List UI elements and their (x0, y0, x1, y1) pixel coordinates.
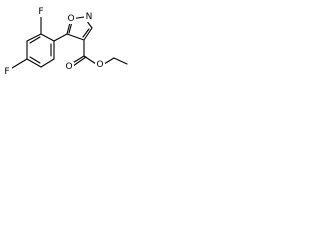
bond (72, 56, 87, 67)
bond (29, 36, 41, 44)
bond (113, 57, 128, 65)
bond (40, 33, 55, 42)
structure-canvas: F F O N O O (0, 0, 137, 94)
ring-oxygen-label: O (67, 14, 74, 24)
ring-nitrogen-label: N (86, 12, 93, 22)
carbonyl-oxygen-label: O (65, 62, 72, 72)
phenyl-ring (26, 33, 55, 68)
bond (53, 33, 68, 42)
bond (103, 57, 115, 65)
bond (83, 27, 93, 41)
bond (11, 58, 28, 69)
bond (40, 58, 55, 68)
bond (26, 58, 42, 68)
bond (66, 33, 85, 41)
bond (29, 56, 41, 64)
fluorine-label-top: F (38, 7, 43, 17)
ester-oxygen-label: O (96, 60, 103, 70)
bond (83, 55, 97, 65)
bond (26, 33, 42, 42)
fluorine-label-left: F (4, 67, 9, 77)
molecule-diagram: F F O N O O (2, 7, 128, 77)
bond (82, 28, 90, 38)
